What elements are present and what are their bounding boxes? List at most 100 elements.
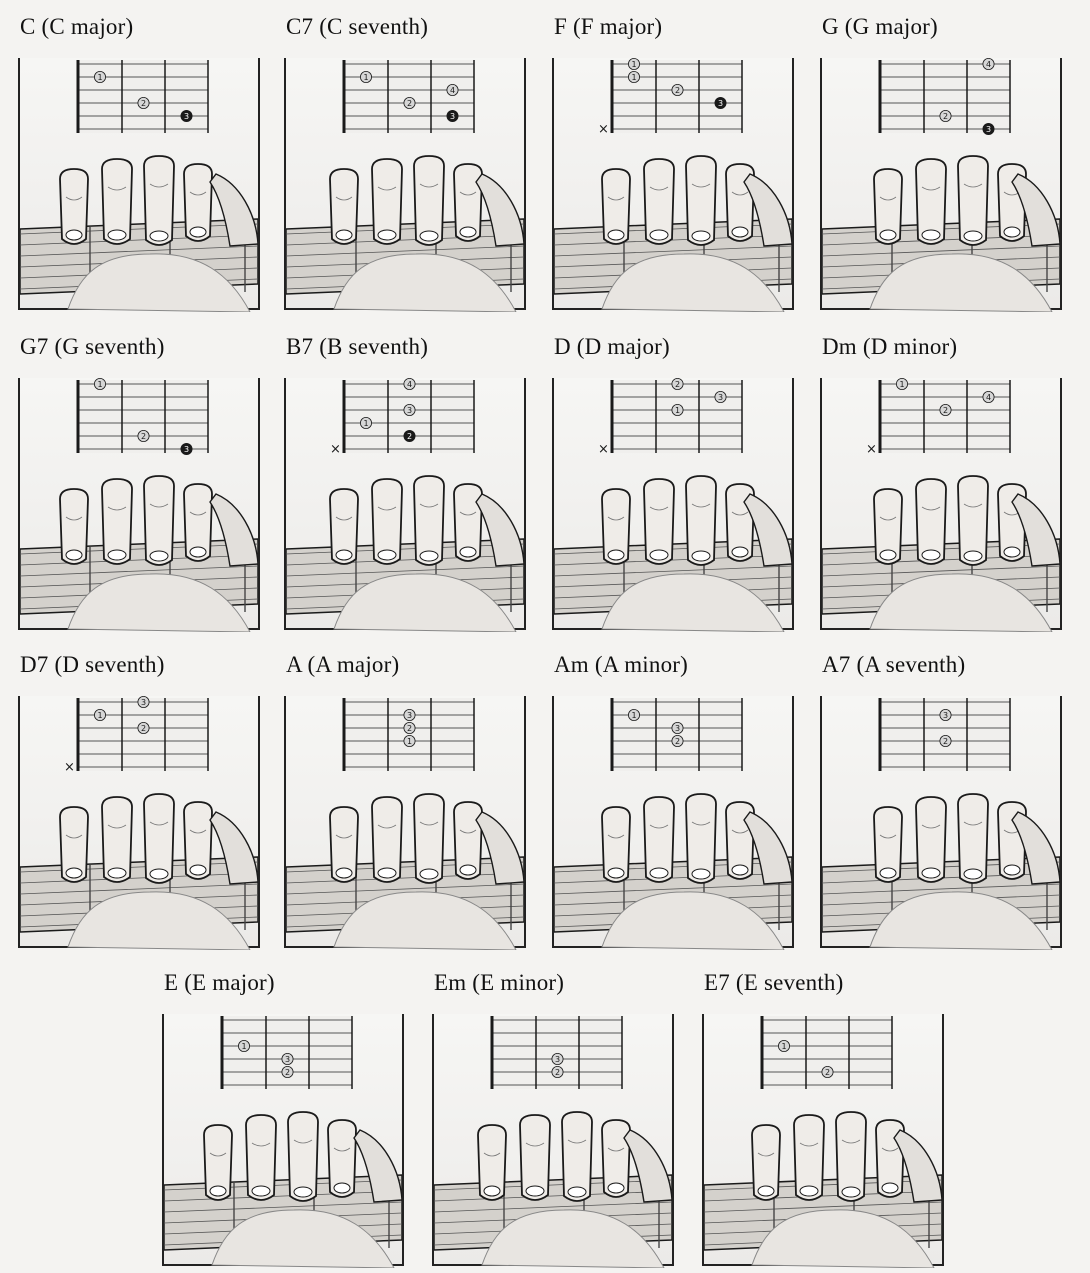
finger-dot: 2 <box>403 430 416 443</box>
finger-dot: 1 <box>627 58 640 70</box>
fretboard-bg <box>880 698 1010 771</box>
svg-text:3: 3 <box>718 99 723 108</box>
finger-shape <box>873 806 903 883</box>
finger-shape <box>59 168 89 245</box>
finger-dot: 2 <box>939 735 952 748</box>
finger-dot: 3 <box>939 708 952 721</box>
finger-dot: 1 <box>627 708 640 721</box>
neck-string <box>285 872 525 884</box>
palm-shadow <box>869 573 1053 633</box>
finger-shape <box>685 155 717 246</box>
hand-back <box>209 493 259 567</box>
svg-text:2: 2 <box>825 1068 830 1077</box>
svg-text:4: 4 <box>986 60 991 69</box>
neck-string <box>19 872 259 884</box>
finger-shape <box>203 1124 233 1201</box>
svg-text:2: 2 <box>285 1068 290 1077</box>
finger-dot: 2 <box>671 735 684 748</box>
svg-text:1: 1 <box>675 406 680 415</box>
finger-shape <box>287 1111 319 1202</box>
finger-shape <box>601 806 631 883</box>
neck-string <box>433 1201 673 1213</box>
neck-string <box>821 883 1061 895</box>
chord-title: C (C major) <box>20 14 134 39</box>
finger-dot: 3 <box>281 1053 294 1066</box>
hand-illustration <box>553 454 793 633</box>
neck-string <box>19 543 259 555</box>
finger-shape <box>477 1124 507 1201</box>
chord-title: D (D major) <box>554 334 670 359</box>
svg-text:3: 3 <box>986 125 991 134</box>
page-gutter-marks <box>1078 1178 1088 1248</box>
hand-back <box>475 493 525 567</box>
chord-title: B7 (B seventh) <box>286 334 429 359</box>
svg-text:1: 1 <box>631 711 636 720</box>
finger-shape <box>413 475 445 566</box>
chord-title: F (F major) <box>554 14 663 39</box>
finger-shape <box>793 1114 825 1201</box>
neck-string <box>553 565 793 577</box>
svg-text:3: 3 <box>943 711 948 720</box>
finger-shape <box>835 1111 867 1202</box>
svg-text:1: 1 <box>899 380 904 389</box>
fretboard-bg <box>612 60 742 133</box>
finger-shape <box>101 158 133 245</box>
hand-back <box>1011 811 1061 885</box>
svg-text:2: 2 <box>675 86 680 95</box>
finger-dot: 4 <box>403 378 416 390</box>
svg-text:1: 1 <box>363 419 368 428</box>
fretboard-bg <box>78 380 208 453</box>
neck-string <box>285 554 525 566</box>
fretboard-bg <box>78 60 208 133</box>
finger-shape <box>453 483 483 562</box>
svg-text:3: 3 <box>184 445 189 454</box>
muted-string-marker: × <box>64 760 75 775</box>
finger-shape <box>59 488 89 565</box>
neck-string <box>19 883 259 895</box>
finger-shape <box>957 155 989 246</box>
finger-dot: 2 <box>551 1066 564 1079</box>
palm-shadow <box>333 253 517 313</box>
finger-shape <box>685 793 717 884</box>
muted-string-marker: × <box>330 442 341 457</box>
palm-shadow <box>601 891 785 951</box>
finger-dot: 3 <box>403 708 416 721</box>
neck-string <box>19 861 259 873</box>
finger-dot: 1 <box>359 417 372 430</box>
svg-text:3: 3 <box>407 711 412 720</box>
palm-shadow <box>601 253 785 313</box>
palm-shadow <box>333 891 517 951</box>
fretboard-bg <box>344 60 474 133</box>
muted-string-marker: × <box>598 122 609 137</box>
finger-dot: 3 <box>714 97 727 110</box>
fretboard-bg <box>880 60 1010 133</box>
svg-text:1: 1 <box>363 73 368 82</box>
fretboard-bg <box>78 698 208 771</box>
hand-back <box>893 1129 943 1203</box>
neck-string <box>433 1179 673 1191</box>
finger-shape <box>561 1111 593 1202</box>
finger-shape <box>915 158 947 245</box>
neck-string <box>163 1190 403 1202</box>
chord-title: Am (A minor) <box>554 652 688 677</box>
finger-shape <box>101 478 133 565</box>
svg-text:2: 2 <box>141 724 146 733</box>
fretboard-bg <box>344 380 474 453</box>
hand-illustration <box>19 134 259 313</box>
svg-text:3: 3 <box>718 393 723 402</box>
svg-text:2: 2 <box>555 1068 560 1077</box>
finger-shape <box>751 1124 781 1201</box>
hand-illustration <box>553 772 793 951</box>
svg-text:2: 2 <box>141 99 146 108</box>
neck-string <box>821 245 1061 257</box>
